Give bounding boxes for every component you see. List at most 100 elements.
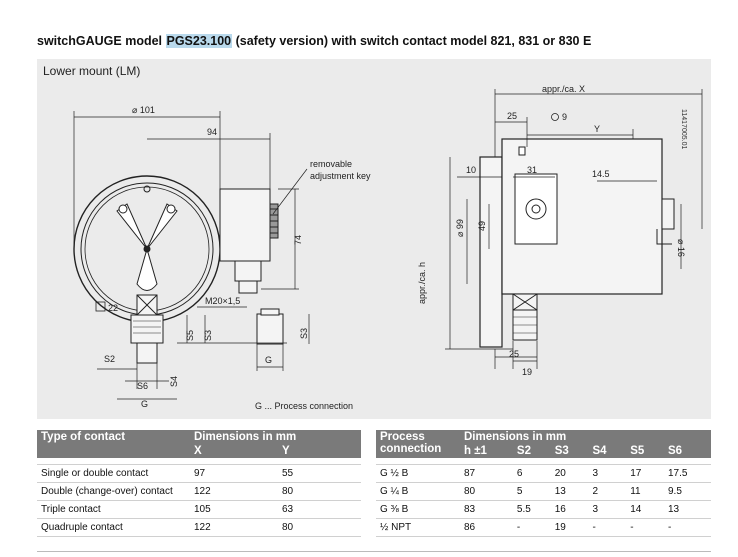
title-prefix: switchGAUGE model bbox=[37, 34, 166, 48]
cell-s4: 3 bbox=[588, 500, 627, 519]
th-s5: S5 bbox=[626, 444, 664, 458]
cell-type: Single or double contact bbox=[37, 464, 190, 483]
cell-s4: - bbox=[588, 518, 627, 537]
dim-o9: 9 bbox=[562, 112, 567, 122]
label-removable: removable bbox=[310, 159, 352, 169]
cell-conn: G ⅜ B bbox=[376, 500, 460, 519]
cell-s2: 5 bbox=[512, 482, 551, 501]
bottom-divider bbox=[37, 551, 711, 552]
gauge-front-view bbox=[73, 175, 284, 364]
cell-s2: - bbox=[512, 518, 551, 537]
cell-h: 87 bbox=[460, 464, 513, 483]
table-row: Triple contact 105 63 bbox=[37, 500, 361, 519]
cell-s5: 11 bbox=[626, 482, 664, 501]
dim-y: Y bbox=[594, 124, 600, 134]
cell-s3: 19 bbox=[550, 518, 589, 537]
cell-x: 97 bbox=[190, 464, 278, 483]
dimension-lines-right bbox=[445, 89, 703, 369]
table-row: Double (change-over) contact 122 80 bbox=[37, 482, 361, 501]
th-s3: S3 bbox=[550, 444, 589, 458]
table-row: G ½ B 87 6 20 3 17 17.5 bbox=[376, 464, 711, 483]
table-row: G ¼ B 80 5 13 2 11 9.5 bbox=[376, 482, 711, 501]
dim-10: 10 bbox=[466, 165, 476, 175]
cell-s6: 13 bbox=[663, 500, 711, 519]
dim-25a: 25 bbox=[507, 111, 517, 121]
th-x: X bbox=[190, 444, 278, 458]
title-highlight: PGS23.100 bbox=[165, 34, 233, 48]
table-gap-row bbox=[37, 458, 361, 465]
cell-s2: 5.5 bbox=[512, 500, 551, 519]
dim-appr-x: appr./ca. X bbox=[542, 84, 585, 94]
dimension-lines-left bbox=[73, 111, 310, 400]
cell-s3: 20 bbox=[550, 464, 589, 483]
technical-drawing: ⌀ 101 94 removable adjustment key 74 M20… bbox=[37, 59, 711, 419]
cell-s3: 13 bbox=[550, 482, 589, 501]
cell-s6: 17.5 bbox=[663, 464, 711, 483]
cell-x: 105 bbox=[190, 500, 278, 519]
cell-conn: G ¼ B bbox=[376, 482, 460, 501]
dim-g2: G bbox=[265, 355, 272, 365]
cell-y: 55 bbox=[278, 464, 361, 483]
th-dimensions: Dimensions in mm bbox=[460, 430, 711, 444]
cell-h: 80 bbox=[460, 482, 513, 501]
dim-m20: M20×1,5 bbox=[205, 296, 240, 306]
drawing-caption: G ... Process connection bbox=[255, 401, 354, 411]
dim-74: 74 bbox=[293, 235, 303, 245]
drawing-svg: ⌀ 101 94 removable adjustment key 74 M20… bbox=[73, 84, 703, 409]
mount-label: Lower mount (LM) bbox=[43, 64, 141, 78]
cell-conn: G ½ B bbox=[376, 464, 460, 483]
dim-s4: S4 bbox=[169, 376, 179, 387]
dim-s6: S6 bbox=[137, 381, 148, 391]
cell-s5: 17 bbox=[626, 464, 664, 483]
dim-s3b: S3 bbox=[299, 328, 309, 339]
th-connection: connection bbox=[380, 443, 442, 455]
doc-id: 11417005.01 bbox=[680, 109, 687, 150]
th-y: Y bbox=[278, 444, 361, 458]
cell-s5: - bbox=[626, 518, 664, 537]
cell-s6: 9.5 bbox=[663, 482, 711, 501]
cell-s6: - bbox=[663, 518, 711, 537]
gauge-side-view bbox=[479, 138, 675, 348]
page-title: switchGAUGE model PGS23.100 (safety vers… bbox=[37, 34, 591, 48]
square-icon bbox=[95, 301, 106, 312]
cell-s2: 6 bbox=[512, 464, 551, 483]
th-empty bbox=[37, 444, 190, 458]
dim-dia16: ⌀ 16 bbox=[676, 239, 686, 257]
th-process: Process bbox=[380, 431, 425, 443]
table-row: Single or double contact 97 55 bbox=[37, 464, 361, 483]
circle-icon bbox=[551, 113, 559, 121]
cell-h: 86 bbox=[460, 518, 513, 537]
dim-sq22: 22 bbox=[108, 303, 118, 313]
label-adjustment-key: adjustment key bbox=[310, 171, 371, 181]
cell-s5: 14 bbox=[626, 500, 664, 519]
th-s4: S4 bbox=[588, 444, 627, 458]
th-process-connection: Process connection bbox=[376, 430, 460, 458]
cell-type: Quadruple contact bbox=[37, 518, 190, 537]
contact-dimensions-table: Type of contact Dimensions in mm X Y Sin… bbox=[37, 430, 361, 537]
cell-s3: 16 bbox=[550, 500, 589, 519]
dim-s5: S5 bbox=[185, 330, 195, 341]
dim-25b: 25 bbox=[509, 349, 519, 359]
table-row: G ⅜ B 83 5.5 16 3 14 13 bbox=[376, 500, 711, 519]
th-s2: S2 bbox=[512, 444, 551, 458]
dim-dia101: ⌀ 101 bbox=[132, 105, 155, 115]
dim-s2: S2 bbox=[104, 354, 115, 364]
th-type-of-contact: Type of contact bbox=[37, 430, 190, 444]
dim-19: 19 bbox=[522, 367, 532, 377]
process-connection-table: Process connection Dimensions in mm h ±1… bbox=[376, 430, 711, 537]
cell-y: 80 bbox=[278, 518, 361, 537]
cell-conn: ½ NPT bbox=[376, 518, 460, 537]
dim-14-5: 14.5 bbox=[592, 169, 610, 179]
dim-s3a: S3 bbox=[203, 330, 213, 341]
th-s6: S6 bbox=[663, 444, 711, 458]
th-h: h ±1 bbox=[460, 444, 513, 458]
cell-x: 122 bbox=[190, 482, 278, 501]
table-row: Quadruple contact 122 80 bbox=[37, 518, 361, 537]
table-gap-row bbox=[376, 458, 711, 465]
dim-dia99: ⌀ 99 bbox=[455, 219, 465, 237]
table-row: ½ NPT 86 - 19 - - - bbox=[376, 518, 711, 537]
title-suffix: (safety version) with switch contact mod… bbox=[232, 34, 592, 48]
cell-x: 122 bbox=[190, 518, 278, 537]
cell-type: Double (change-over) contact bbox=[37, 482, 190, 501]
dim-g1: G bbox=[141, 399, 148, 409]
